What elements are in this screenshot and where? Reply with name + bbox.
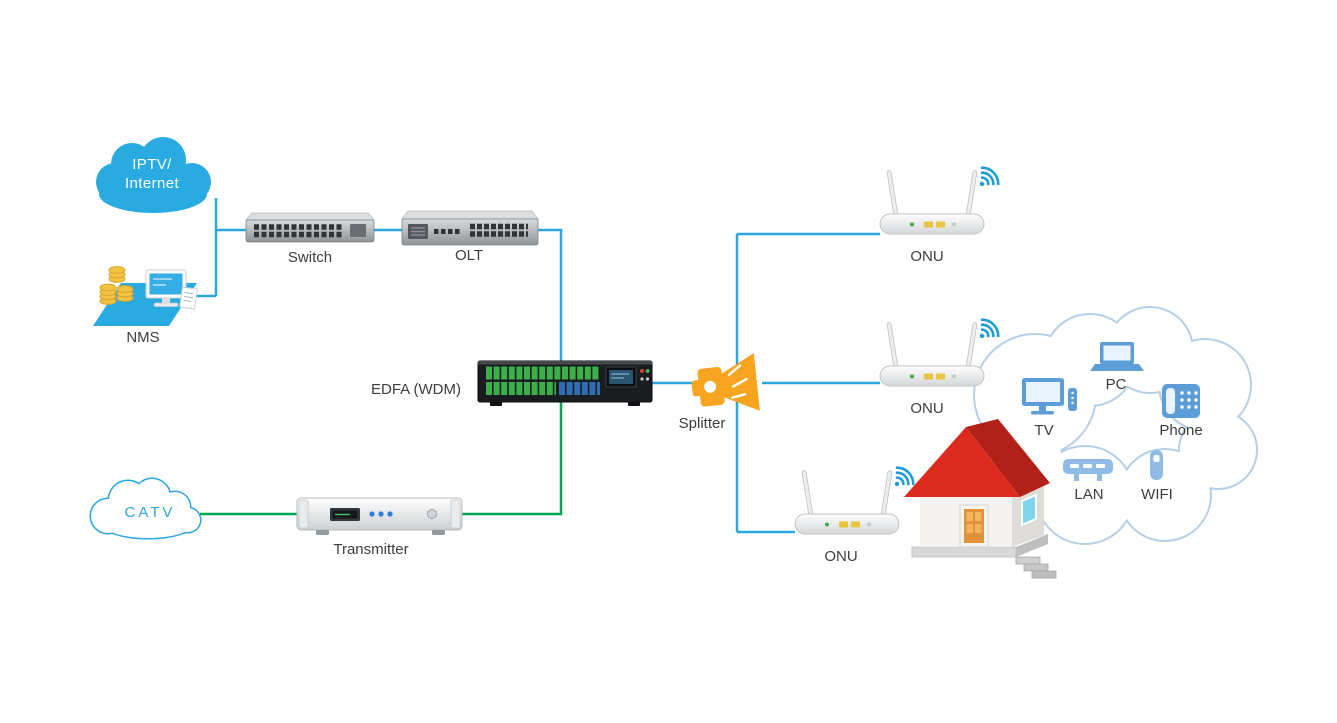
house-illustration [904,419,1057,579]
document-icon [179,286,198,310]
phone-label: Phone [1159,422,1203,439]
transmitter-device [296,497,463,535]
splitter-label: Splitter [678,415,726,432]
switch-device [245,212,375,243]
iptv-cloud-label: IPTV/ Internet [125,155,179,193]
catv-cloud-label: CATV [124,504,176,521]
onu-device-middle [878,315,1003,388]
wifi-dongle-icon [1150,450,1163,480]
tv-icon [1022,378,1077,415]
pc-icon [1090,342,1144,371]
onu-top-label: ONU [910,248,944,265]
edfa-label: EDFA (WDM) [371,381,461,398]
iptv-cloud-label-line1: IPTV/ [132,156,172,173]
fiber-links-green [200,402,563,516]
nms-label: NMS [126,329,160,346]
lan-hub-icon [1063,459,1113,481]
switch-label: Switch [287,249,333,266]
nms-icon [93,266,198,326]
wifi-label: WIFI [1141,486,1173,503]
onu-middle-label: ONU [910,400,944,417]
transmitter-label: Transmitter [333,541,409,558]
pc-label: PC [1105,376,1127,393]
splitter-icon [691,353,760,411]
phone-icon [1162,384,1200,418]
tv-label: TV [1034,422,1054,439]
olt-label: OLT [454,247,484,264]
database-coins-icon [99,266,134,305]
onu-bottom-label: ONU [824,548,858,565]
edfa-device [477,360,653,406]
onu-device-top [878,163,1003,236]
iptv-cloud-label-line2: Internet [124,175,180,192]
monitor-icon [145,269,187,307]
olt-device [401,210,539,246]
onu-device-bottom [793,463,918,536]
lan-label: LAN [1074,486,1104,503]
